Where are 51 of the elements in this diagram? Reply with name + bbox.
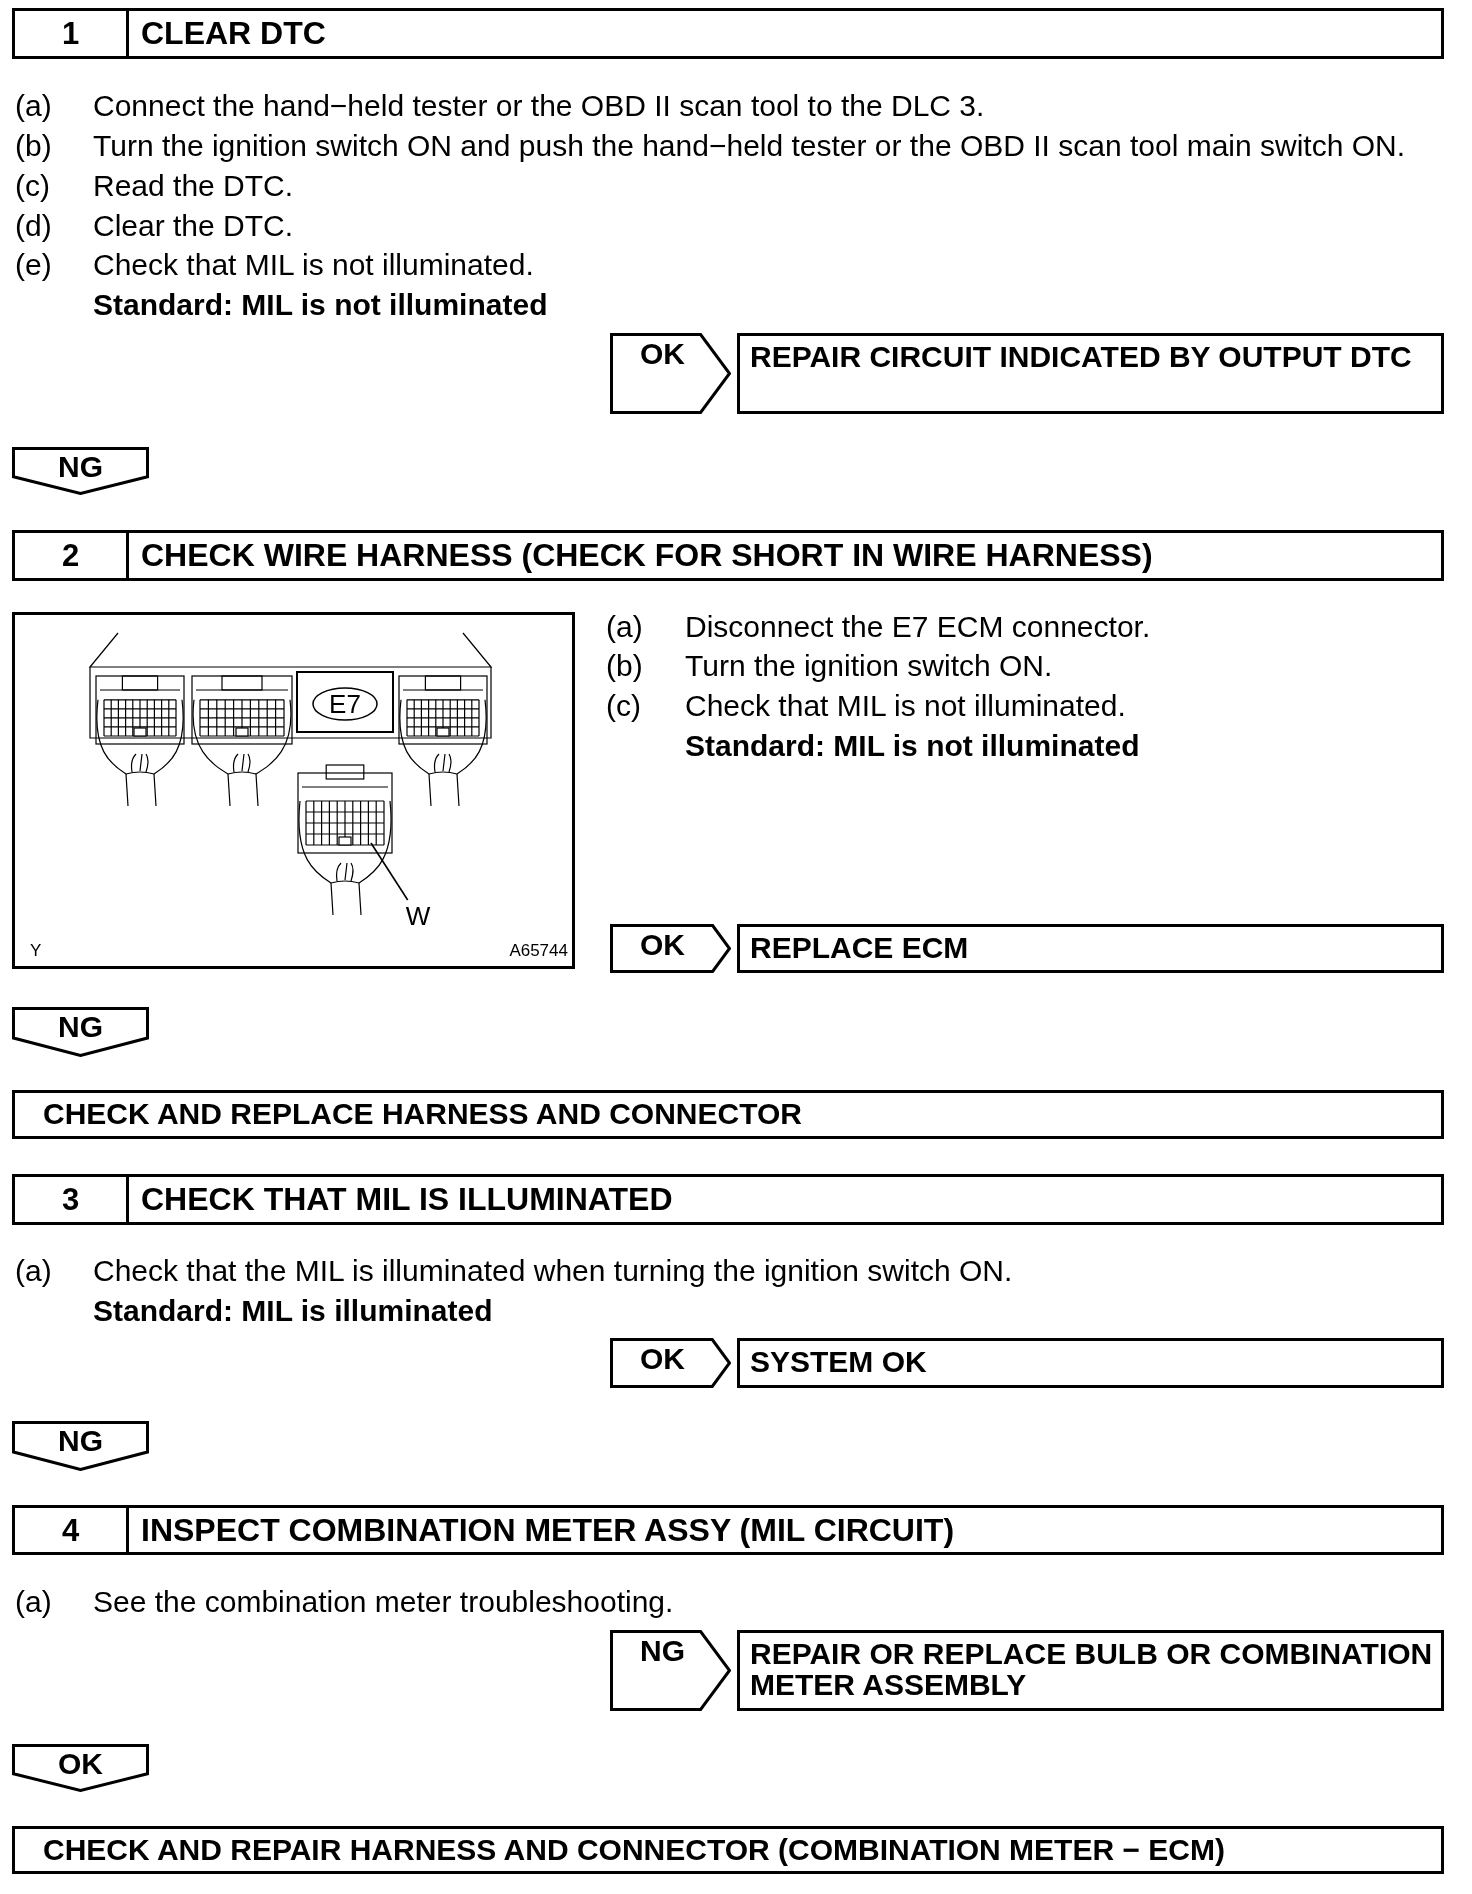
- result-arrow-tag: NG: [610, 1630, 731, 1711]
- step-marker: (a): [15, 1585, 52, 1619]
- standard-text: Standard: MIL is not illuminated: [685, 729, 1140, 763]
- result-arrow-tag: OK: [610, 1338, 731, 1388]
- step-marker: (a): [15, 89, 52, 123]
- instruction-text: Check that MIL is not illuminated.: [93, 248, 534, 282]
- step-number: 4: [15, 1508, 129, 1552]
- leader-line: [370, 842, 409, 901]
- step-marker: (c): [15, 169, 50, 203]
- step-marker: (d): [15, 209, 52, 243]
- instruction-text: Read the DTC.: [93, 169, 294, 203]
- result-box: SYSTEM OK: [737, 1338, 1444, 1388]
- instruction-text: Disconnect the E7 ECM connector.: [685, 610, 1151, 644]
- instruction-text: Turn the ignition switch ON.: [685, 649, 1053, 683]
- result-box: CHECK AND REPLACE HARNESS AND CONNECTOR: [12, 1090, 1444, 1139]
- figure-code: Y: [30, 941, 42, 961]
- result-box: CHECK AND REPAIR HARNESS AND CONNECTOR (COMBINATION METER − ECM): [12, 1826, 1444, 1874]
- standard-text: Standard: MIL is illuminated: [93, 1294, 493, 1328]
- result-box: REPLACE ECM: [737, 924, 1444, 973]
- instruction-text: Clear the DTC.: [93, 209, 294, 243]
- result-box: REPAIR CIRCUIT INDICATED BY OUTPUT DTC: [737, 333, 1444, 414]
- next-step-tag: NG: [12, 1421, 149, 1471]
- figure-code: A65744: [509, 941, 568, 961]
- result-arrow-tag: OK: [610, 924, 731, 973]
- step-title: CHECK THAT MIL IS ILLUMINATED: [140, 1180, 673, 1219]
- step-number: 3: [15, 1177, 129, 1222]
- standard-text: Standard: MIL is not illuminated: [93, 288, 548, 322]
- instruction-text: Connect the hand−held tester or the OBD II scan tool to the DLC 3.: [93, 89, 985, 123]
- instruction-text: See the combination meter troubleshooting.: [93, 1585, 674, 1619]
- wire-connector-drawing: [297, 764, 393, 916]
- step-marker: (a): [606, 610, 643, 644]
- result-box: REPAIR OR REPLACE BULB OR COMBINATION METER ASSEMBLY: [737, 1630, 1444, 1711]
- next-step-tag: OK: [12, 1744, 149, 1792]
- step-number: 2: [15, 533, 129, 578]
- instruction-text: Turn the ignition switch ON and push the hand−held tester or the OBD II scan tool main switch ON.: [93, 129, 1406, 163]
- step-marker: (b): [15, 129, 52, 163]
- result-arrow-tag: OK: [610, 333, 731, 414]
- next-step-tag: NG: [12, 1007, 149, 1057]
- step-marker: (e): [15, 248, 52, 282]
- instruction-text: Check that MIL is not illuminated.: [685, 689, 1126, 723]
- step-title: CLEAR DTC: [140, 14, 326, 53]
- connector-code: E7: [312, 687, 378, 721]
- next-step-tag: NG: [12, 447, 149, 495]
- step-marker: (a): [15, 1254, 52, 1288]
- step-title: CHECK WIRE HARNESS (CHECK FOR SHORT IN WIRE HARNESS): [140, 536, 1153, 575]
- instruction-text: Check that the MIL is illuminated when turning the ignition switch ON.: [93, 1254, 1013, 1288]
- step-number: 1: [15, 11, 129, 56]
- step-marker: (c): [606, 689, 641, 723]
- callout-letter: W: [405, 900, 431, 932]
- step-marker: (b): [606, 649, 643, 683]
- step-title: INSPECT COMBINATION METER ASSY (MIL CIRCUIT): [140, 1511, 955, 1550]
